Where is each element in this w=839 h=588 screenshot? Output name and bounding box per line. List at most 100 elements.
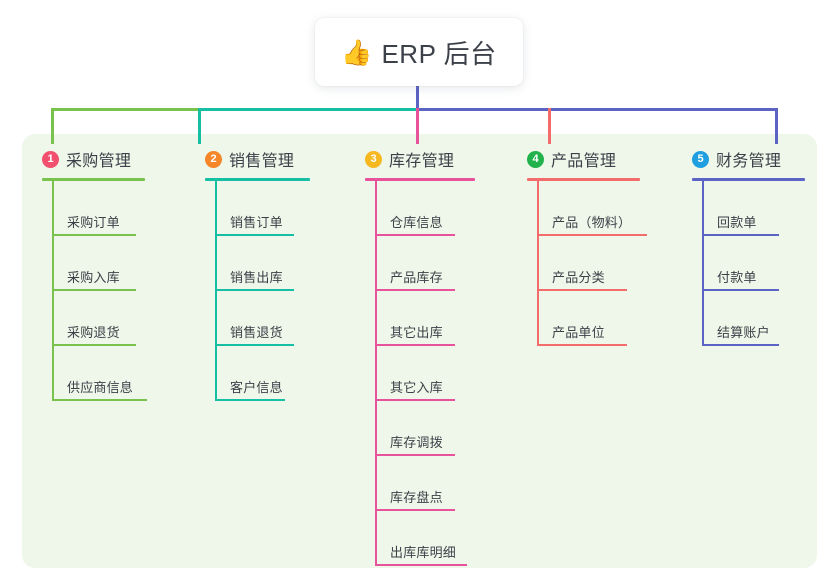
column-header-rule (365, 178, 475, 181)
list-item-rule (52, 289, 136, 291)
root-title-card[interactable]: 👍 ERP 后台 (315, 18, 523, 86)
list-item-label: 出库库明细 (390, 545, 457, 560)
list-item-rule (375, 289, 455, 291)
list-item-label: 销售订单 (230, 215, 283, 230)
list-item-rule (537, 289, 627, 291)
connector-drop-4 (548, 108, 551, 144)
list-item-rule (375, 344, 455, 346)
list-item-rule (702, 289, 779, 291)
column-item-list: 销售订单销售出库销售退货客户信息 (205, 181, 310, 401)
list-item-rule (702, 234, 779, 236)
connector-drop-1 (51, 108, 54, 144)
column-5: 5 财务管理回款单付款单结算账户 (692, 146, 805, 346)
list-item-rule (215, 399, 285, 401)
column-header-rule (527, 178, 640, 181)
column-3: 3 库存管理仓库信息产品库存其它出库其它入库库存调拨库存盘点出库库明细 (365, 146, 475, 566)
column-spine (215, 181, 217, 401)
list-item-label: 销售退货 (230, 325, 283, 340)
list-item[interactable]: 销售退货 (205, 291, 310, 346)
column-spine (52, 181, 54, 401)
connector-drop-3 (416, 108, 419, 144)
column-badge-icon: 2 (205, 150, 222, 168)
list-item[interactable]: 产品库存 (365, 236, 475, 291)
connector-drop-2 (198, 108, 201, 144)
column-spine (537, 181, 539, 346)
list-item-label: 回款单 (717, 215, 757, 230)
column-header-rule (42, 178, 145, 181)
column-badge-icon: 1 (42, 150, 59, 168)
list-item[interactable]: 仓库信息 (365, 181, 475, 236)
column-header-3[interactable]: 3 库存管理 (365, 146, 475, 172)
column-header-5[interactable]: 5 财务管理 (692, 146, 805, 172)
column-header-1[interactable]: 1 采购管理 (42, 146, 145, 172)
list-item[interactable]: 库存调拨 (365, 401, 475, 456)
column-item-list: 产品（物料） 产品分类产品单位 (527, 181, 647, 346)
list-item[interactable]: 其它出库 (365, 291, 475, 346)
list-item[interactable]: 销售订单 (205, 181, 310, 236)
list-item[interactable]: 出库库明细 (365, 511, 475, 566)
list-item[interactable]: 库存盘点 (365, 456, 475, 511)
list-item[interactable]: 产品单位 (527, 291, 640, 346)
list-item[interactable]: 客户信息 (205, 346, 310, 401)
list-item[interactable]: 采购退货 (42, 291, 145, 346)
column-badge-icon: 5 (692, 150, 709, 168)
column-title: 库存管理 (389, 153, 455, 170)
list-item-label: 产品（物料） (552, 215, 632, 230)
column-badge-icon: 3 (365, 150, 382, 168)
connector-bus-teal (198, 108, 419, 111)
page-title: ERP 后台 (381, 38, 497, 69)
thumbs-up-icon: 👍 (341, 38, 373, 67)
list-item-label: 库存盘点 (390, 490, 443, 505)
connector-bus-green (51, 108, 201, 111)
list-item-rule (375, 509, 455, 511)
list-item-rule (375, 234, 455, 236)
list-item-label: 库存调拨 (390, 435, 443, 450)
list-item-rule (215, 234, 294, 236)
column-spine (375, 181, 377, 566)
column-header-rule (205, 178, 310, 181)
list-item[interactable]: 产品分类 (527, 236, 640, 291)
list-item[interactable]: 采购订单 (42, 181, 145, 236)
list-item[interactable]: 供应商信息 (42, 346, 147, 401)
list-item[interactable]: 采购入库 (42, 236, 145, 291)
list-item[interactable]: 其它入库 (365, 346, 475, 401)
list-item[interactable]: 销售出库 (205, 236, 310, 291)
list-item-label: 供应商信息 (67, 380, 134, 395)
list-item-rule (52, 399, 147, 401)
column-badge-icon: 4 (527, 150, 544, 168)
list-item-label: 采购入库 (67, 270, 120, 285)
list-item-rule (215, 344, 294, 346)
list-item-label: 仓库信息 (390, 215, 443, 230)
list-item-rule (375, 454, 455, 456)
list-item-label: 产品库存 (390, 270, 443, 285)
list-item[interactable]: 付款单 (692, 236, 805, 291)
list-item-rule (375, 399, 455, 401)
list-item-label: 结算账户 (717, 325, 770, 340)
list-item-label: 其它入库 (390, 380, 443, 395)
list-item-rule (537, 234, 647, 236)
column-title: 财务管理 (716, 153, 782, 170)
list-item-label: 采购订单 (67, 215, 120, 230)
column-title: 采购管理 (66, 153, 132, 170)
list-item[interactable]: 结算账户 (692, 291, 805, 346)
list-item[interactable]: 产品（物料） (527, 181, 647, 236)
list-item-rule (537, 344, 627, 346)
list-item-label: 产品单位 (552, 325, 605, 340)
column-1: 1 采购管理采购订单采购入库采购退货供应商信息 (42, 146, 147, 401)
list-item-rule (375, 564, 467, 566)
connector-stem-root (416, 86, 419, 110)
column-item-list: 仓库信息产品库存其它出库其它入库库存调拨库存盘点出库库明细 (365, 181, 475, 566)
connector-bus-blue (416, 108, 778, 111)
column-header-rule (692, 178, 805, 181)
list-item-label: 销售出库 (230, 270, 283, 285)
list-item-label: 其它出库 (390, 325, 443, 340)
list-item[interactable]: 回款单 (692, 181, 805, 236)
list-item-rule (52, 344, 136, 346)
list-item-rule (215, 289, 294, 291)
content-panel (22, 134, 817, 568)
